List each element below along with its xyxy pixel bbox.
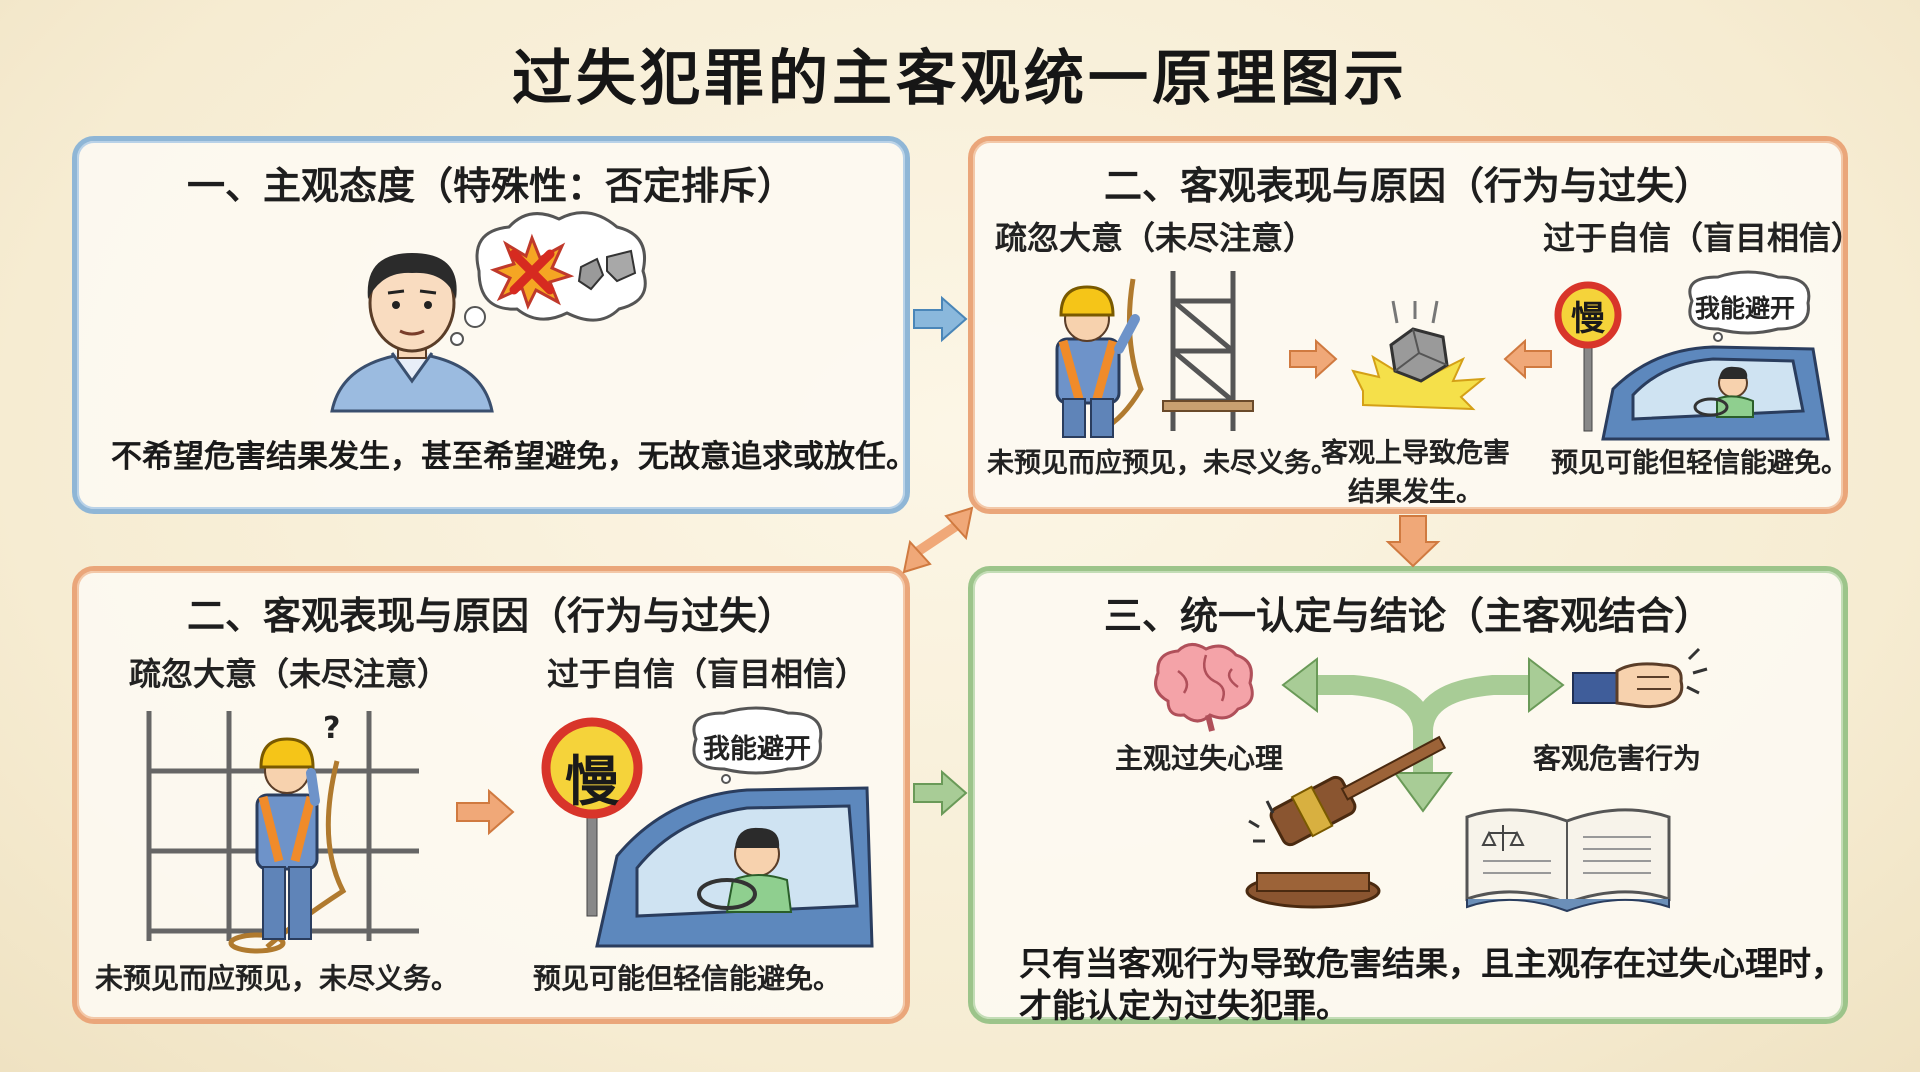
conclusion-line1: 只有当客观行为导致危害结果，且主观存在过失心理时， (1019, 944, 1844, 983)
negligence-caption: 未预见而应预见，未尽义务。 (95, 962, 460, 995)
person-icon (330, 253, 494, 413)
slow-sign-icon (541, 717, 643, 917)
speech-text: 我能避开 (1695, 294, 1796, 323)
gavel-icon (1245, 735, 1447, 909)
arrow-p3-p2-double (902, 506, 974, 574)
explosion-icon (489, 233, 575, 310)
negligence-label: 疏忽大意（未尽注意） (995, 219, 1316, 257)
overconfidence-caption: 预见可能但轻信能避免。 (1551, 448, 1848, 479)
negligence-label: 疏忽大意（未尽注意） (129, 655, 450, 693)
worker-icon (228, 737, 347, 954)
broken-stone-icon (577, 249, 637, 291)
panel-unified-conclusion: 三、统一认定与结论（主客观结合） 主观过失心理 客观危害行为 (968, 566, 1848, 1025)
brain-icon (1154, 643, 1254, 732)
speech-bubble-icon (692, 706, 823, 784)
panel-heading: 二、客观表现与原因（行为与过失） (186, 594, 795, 638)
falling-rock-icon (1351, 300, 1487, 411)
thought-bubble-icon (450, 211, 647, 346)
page-title: 过失犯罪的主客观统一原理图示 (512, 44, 1408, 114)
speech-text: 我能避开 (703, 734, 811, 765)
panel-caption: 不希望危害结果发生，甚至希望避免，无故意追求或放任。 (111, 439, 917, 475)
panel-objective-causes-top: 二、客观表现与原因（行为与过失） 疏忽大意（未尽注意） 过于自信（盲目相信） 客… (968, 136, 1863, 514)
arrow-left-to-rock (1503, 338, 1552, 380)
panel-heading: 二、客观表现与原因（行为与过失） (1103, 164, 1712, 208)
arrow-p2-to-p4 (1385, 515, 1441, 568)
overconfidence-label: 过于自信（盲目相信） (547, 655, 868, 693)
subjective-label: 主观过失心理 (1115, 742, 1284, 775)
overconfidence-caption: 预见可能但轻信能避免。 (533, 962, 842, 995)
overconfidence-label: 过于自信（盲目相信） (1543, 219, 1864, 257)
fist-icon (1572, 647, 1708, 709)
car-driver-icon (595, 786, 874, 948)
arrow-right-to-rock (1289, 338, 1338, 380)
arrow-right (456, 788, 515, 836)
arrow-p1-to-p2 (913, 295, 968, 343)
objective-label: 客观危害行为 (1533, 742, 1702, 775)
car-driver-icon (1601, 345, 1830, 441)
question-mark: ? (323, 711, 341, 746)
result-caption-line2: 结果发生。 (1348, 477, 1483, 508)
panel-heading: 一、主观态度（特殊性：否定排斥） (186, 164, 795, 208)
law-book-icon (1465, 808, 1671, 913)
result-caption-line1: 客观上导致危害 (1321, 438, 1510, 469)
conclusion-line2: 才能认定为过失犯罪。 (1019, 986, 1349, 1025)
slow-sign-text: 慢 (565, 750, 619, 813)
scaffold-icon (1162, 271, 1254, 431)
worker-icon (1055, 278, 1144, 438)
panel-objective-causes-bottom: 二、客观表现与原因（行为与过失） 疏忽大意（未尽注意） 过于自信（盲目相信） ?… (72, 566, 910, 1024)
panel-subjective-attitude: 一、主观态度（特殊性：否定排斥） 不希望危害结果发生，甚至希望避免，无故意追求或… (72, 136, 917, 514)
slow-sign-icon (1554, 281, 1622, 432)
merge-arrow (1281, 656, 1565, 813)
result-caption: 客观上导致危害 结果发生。 (1321, 431, 1510, 509)
arrow-p3-to-p4 (913, 769, 968, 817)
speech-bubble-icon (1688, 270, 1811, 342)
negligence-caption: 未预见而应预见，未尽义务。 (987, 448, 1338, 479)
panel-heading: 三、统一认定与结论（主客观结合） (1103, 594, 1712, 638)
slow-sign-text: 慢 (1571, 299, 1605, 339)
